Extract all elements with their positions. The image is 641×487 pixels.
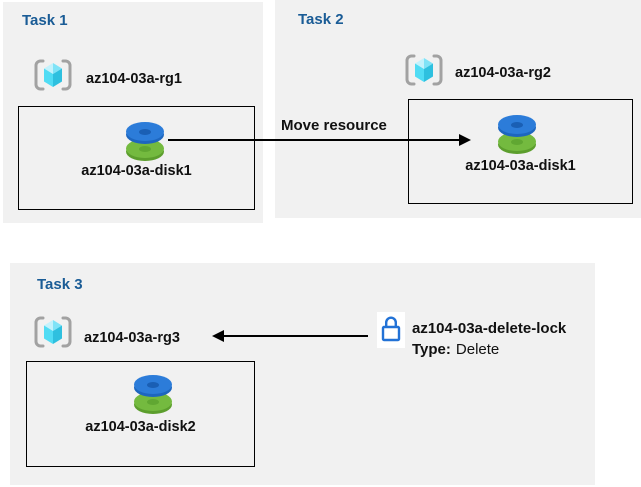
- lock-type-row: Type:Delete: [412, 339, 566, 360]
- disk-blue-platter: [498, 115, 536, 137]
- lock-arrow-head: [212, 330, 224, 342]
- task1-disk-label: az104-03a-disk1: [81, 163, 192, 179]
- disk-icon: [498, 115, 536, 154]
- task1-resource-box: az104-03a-disk1: [18, 106, 255, 210]
- resource-group-icon: [405, 54, 443, 86]
- task3-panel: Task 3 az104-03a-rg3 az104-03a-disk2: [10, 263, 595, 485]
- task2-rg-label: az104-03a-rg2: [455, 65, 551, 81]
- task2-disk-label: az104-03a-disk1: [465, 158, 576, 174]
- lock-type-label: Type:: [412, 341, 451, 358]
- move-resource-label: Move resource: [281, 117, 387, 134]
- task1-title: Task 1: [22, 12, 68, 29]
- task3-resource-box: az104-03a-disk2: [26, 361, 255, 467]
- task2-title: Task 2: [298, 11, 344, 28]
- move-arrow-line: [168, 139, 460, 141]
- disk-icon: [126, 122, 164, 161]
- disk-blue-platter: [134, 375, 172, 397]
- disk-green-platter: [498, 132, 536, 154]
- disk-blue-platter: [126, 122, 164, 144]
- disk-green-platter: [134, 392, 172, 414]
- lock-icon: [381, 316, 401, 342]
- task3-disk-label: az104-03a-disk2: [85, 419, 196, 435]
- resource-group-icon: [34, 316, 72, 348]
- lock-annotation: az104-03a-delete-lock Type:Delete: [412, 318, 566, 360]
- lock-arrow-line: [224, 335, 368, 337]
- task3-rg-label: az104-03a-rg3: [84, 330, 180, 346]
- lock-name-label: az104-03a-delete-lock: [412, 320, 567, 337]
- lock-tile: [377, 312, 405, 348]
- disk-icon: [134, 375, 172, 414]
- lock-type-value: Delete: [455, 341, 500, 358]
- task1-panel: Task 1 az104-03a-rg1 az104-03a-disk1: [3, 2, 263, 223]
- task2-resource-box: az104-03a-disk1: [408, 99, 633, 204]
- task3-title: Task 3: [37, 276, 83, 293]
- task1-rg-label: az104-03a-rg1: [86, 71, 182, 87]
- resource-group-icon: [34, 59, 72, 91]
- move-arrow-head: [459, 134, 471, 146]
- task2-panel: Task 2 az104-03a-rg2 az104-03a-disk1: [275, 0, 641, 218]
- disk-green-platter: [126, 139, 164, 161]
